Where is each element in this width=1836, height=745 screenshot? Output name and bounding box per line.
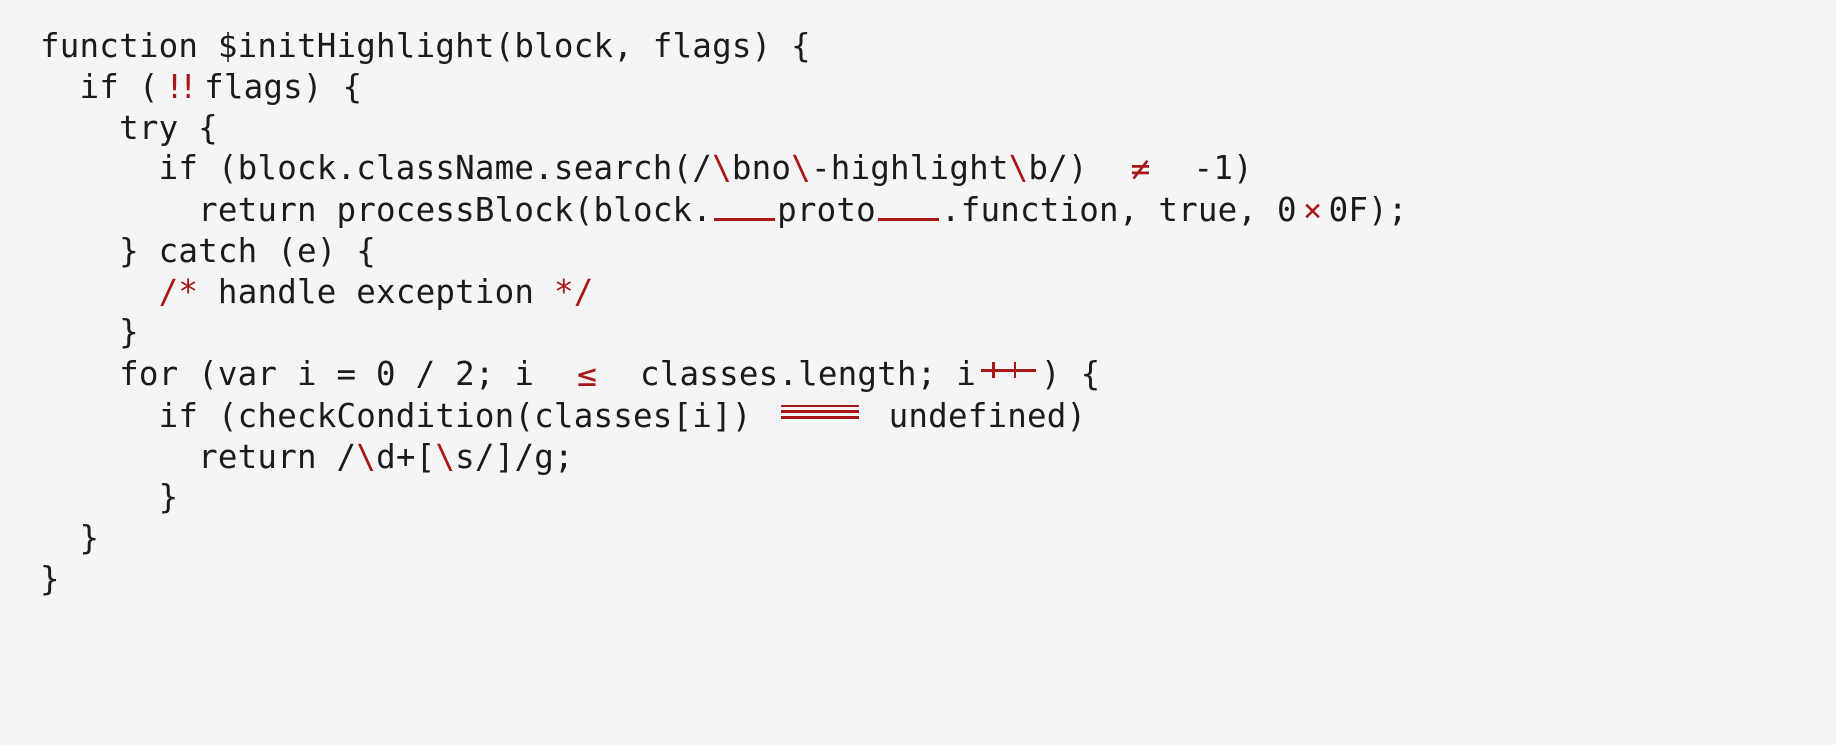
code-escape: \ bbox=[712, 149, 732, 188]
code-text: -highlight bbox=[810, 149, 1009, 188]
ligature-bangbang-icon: !! bbox=[164, 67, 198, 106]
code-line: } bbox=[40, 312, 1836, 353]
code-text: d+[ bbox=[376, 437, 436, 476]
code-text: if (checkCondition(classes[i]) bbox=[40, 396, 772, 435]
code-text: function $initHighlight(block, flags) { bbox=[40, 27, 811, 65]
code-text: } bbox=[40, 313, 139, 352]
code-line: if (block.className.search(/\bno\-highli… bbox=[40, 148, 1836, 189]
code-text: bno bbox=[731, 149, 792, 188]
code-content: function $initHighlight(block, flags) { … bbox=[40, 26, 1836, 600]
code-text: return processBlock(block. bbox=[40, 191, 713, 230]
code-line: } bbox=[40, 559, 1836, 600]
ligature-strict-equals-icon bbox=[771, 395, 869, 428]
ligature-ne-icon: ≠ bbox=[1130, 149, 1151, 189]
code-text: } bbox=[40, 478, 179, 517]
code-line: /* handle exception */ bbox=[40, 272, 1836, 313]
ligature-increment-icon bbox=[976, 353, 1041, 386]
code-line: return /\d+[\s/]/g; bbox=[40, 437, 1836, 478]
code-text: undefined) bbox=[868, 396, 1087, 435]
code-line: function $initHighlight(block, flags) { bbox=[40, 26, 1836, 67]
code-text: -1) bbox=[1173, 149, 1253, 188]
code-text: for (var i = 0 / 2; i bbox=[40, 355, 554, 394]
ligature-le-icon: ≤ bbox=[577, 355, 598, 395]
code-text bbox=[40, 273, 159, 311]
ligature-double-underscore-icon bbox=[876, 189, 941, 222]
code-line: return processBlock(block. proto .function… bbox=[40, 189, 1836, 231]
code-line: } catch (e) { bbox=[40, 231, 1836, 272]
code-text: if (block.className.search(/ bbox=[40, 149, 713, 188]
code-text: proto bbox=[777, 191, 876, 230]
code-text: } catch (e) { bbox=[40, 231, 377, 270]
code-text: handle exception bbox=[198, 272, 554, 311]
code-line: } bbox=[40, 518, 1836, 559]
code-line: } bbox=[40, 477, 1836, 518]
code-text: try { bbox=[40, 108, 218, 147]
code-text: classes.length; i bbox=[620, 355, 977, 394]
ligature-double-underscore-icon bbox=[712, 189, 777, 222]
code-text: flags) { bbox=[204, 67, 363, 106]
code-text: ) { bbox=[1041, 355, 1101, 394]
code-text: return / bbox=[40, 437, 357, 476]
code-text: b/) bbox=[1028, 149, 1108, 188]
code-text: 0F); bbox=[1328, 191, 1408, 230]
code-text: } bbox=[40, 559, 60, 598]
code-text: s/]/g; bbox=[455, 437, 574, 476]
code-escape: \ bbox=[356, 437, 377, 476]
ligature-times-icon: × bbox=[1302, 191, 1323, 230]
code-text: .function, true, 0 bbox=[940, 191, 1297, 230]
code-escape: /* bbox=[158, 272, 199, 311]
code-line: if (!!flags) { bbox=[40, 67, 1836, 108]
code-block: function $initHighlight(block, flags) { … bbox=[40, 26, 1836, 600]
code-line: if (checkCondition(classes[i]) undefined… bbox=[40, 395, 1836, 437]
code-escape: */ bbox=[553, 272, 594, 311]
code-line: for (var i = 0 / 2; i ≤ classes.length; … bbox=[40, 353, 1836, 395]
code-line: try { bbox=[40, 108, 1836, 149]
code-text: } bbox=[40, 519, 100, 558]
code-escape: \ bbox=[435, 437, 456, 476]
code-text: if ( bbox=[40, 67, 159, 106]
code-escape: \ bbox=[791, 149, 811, 188]
code-escape: \ bbox=[1008, 149, 1029, 188]
